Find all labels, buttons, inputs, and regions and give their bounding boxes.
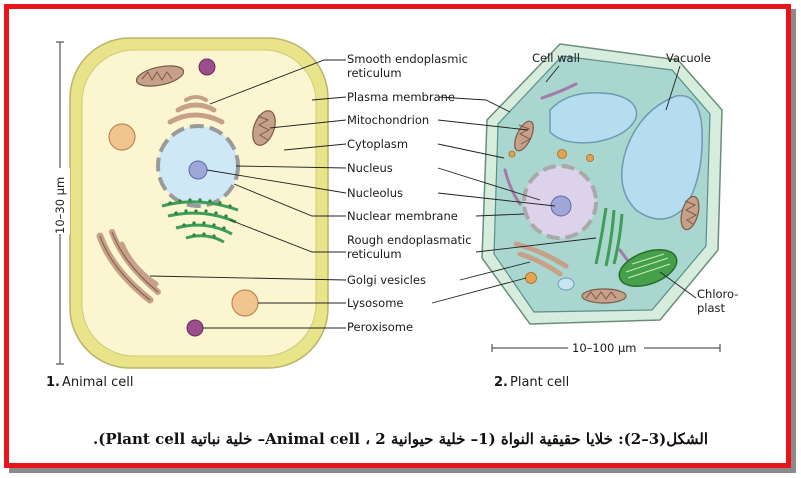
label-nucleus: Nucleus	[347, 161, 393, 175]
animal-scale-label: 10–30 µm	[53, 177, 67, 234]
plant-vesicles	[508, 149, 594, 284]
animal-golgi-stack	[167, 95, 225, 125]
plant-chloroplast	[618, 249, 678, 287]
figure-caption: الشكل(3–2): خلايا حقيقية النواة (1– خلية…	[92, 430, 708, 448]
animal-cell	[69, 37, 329, 369]
plant-mitochondrion-bottom	[581, 288, 627, 304]
label-rough-er-2: reticulum	[347, 247, 402, 261]
animal-peroxisome-lower	[186, 319, 204, 337]
label-cytoplasm: Cytoplasm	[347, 137, 408, 151]
plant-caption: Plant cell	[510, 375, 569, 390]
animal-peroxisome-top	[198, 58, 216, 76]
plant-golgi	[513, 241, 569, 277]
label-smooth-er-1: Smooth endoplasmic	[347, 52, 468, 66]
leader-lines	[149, 59, 697, 329]
plant-mitochondrion-right	[680, 195, 700, 231]
label-vacuole: Vacuole	[666, 51, 711, 65]
label-nucleolus: Nucleolus	[347, 186, 403, 200]
plant-cell	[481, 43, 723, 325]
label-mitochondrion: Mitochondrion	[347, 113, 429, 127]
plant-small-vesicle	[557, 277, 575, 291]
animal-caption-number: 1.	[46, 375, 60, 390]
plant-scale-label: 10–100 µm	[572, 341, 637, 355]
label-golgi: Golgi vesicles	[347, 273, 426, 287]
label-lysosome: Lysosome	[347, 296, 404, 310]
label-plasma-membrane: Plasma membrane	[347, 90, 455, 104]
animal-lysosome-left	[108, 123, 136, 151]
label-chloroplast-1: Chloro-	[697, 287, 738, 301]
animal-lysosome-lower	[231, 289, 259, 317]
label-cell-wall: Cell wall	[532, 51, 580, 65]
plant-vacuole-upper	[549, 91, 638, 144]
label-rough-er-1: Rough endoplasmatic	[347, 233, 472, 247]
animal-nucleolus	[188, 160, 208, 180]
animal-golgi-lower	[96, 229, 161, 304]
animal-caption: Animal cell	[62, 375, 134, 390]
label-nuclear-membrane: Nuclear membrane	[347, 209, 458, 223]
plant-mitochondrion-left	[514, 120, 534, 152]
label-chloroplast-2: plast	[697, 301, 726, 315]
animal-rough-er-dots	[168, 198, 232, 238]
plant-caption-number: 2.	[494, 375, 508, 390]
plant-rough-er	[594, 207, 624, 267]
label-smooth-er-2: reticulum	[347, 66, 402, 80]
animal-mitochondrion-right	[252, 110, 276, 146]
animal-rough-er	[161, 200, 239, 244]
plant-vacuole	[621, 94, 703, 220]
animal-mitochondrion-top	[135, 65, 185, 87]
label-peroxisome: Peroxisome	[347, 320, 413, 334]
